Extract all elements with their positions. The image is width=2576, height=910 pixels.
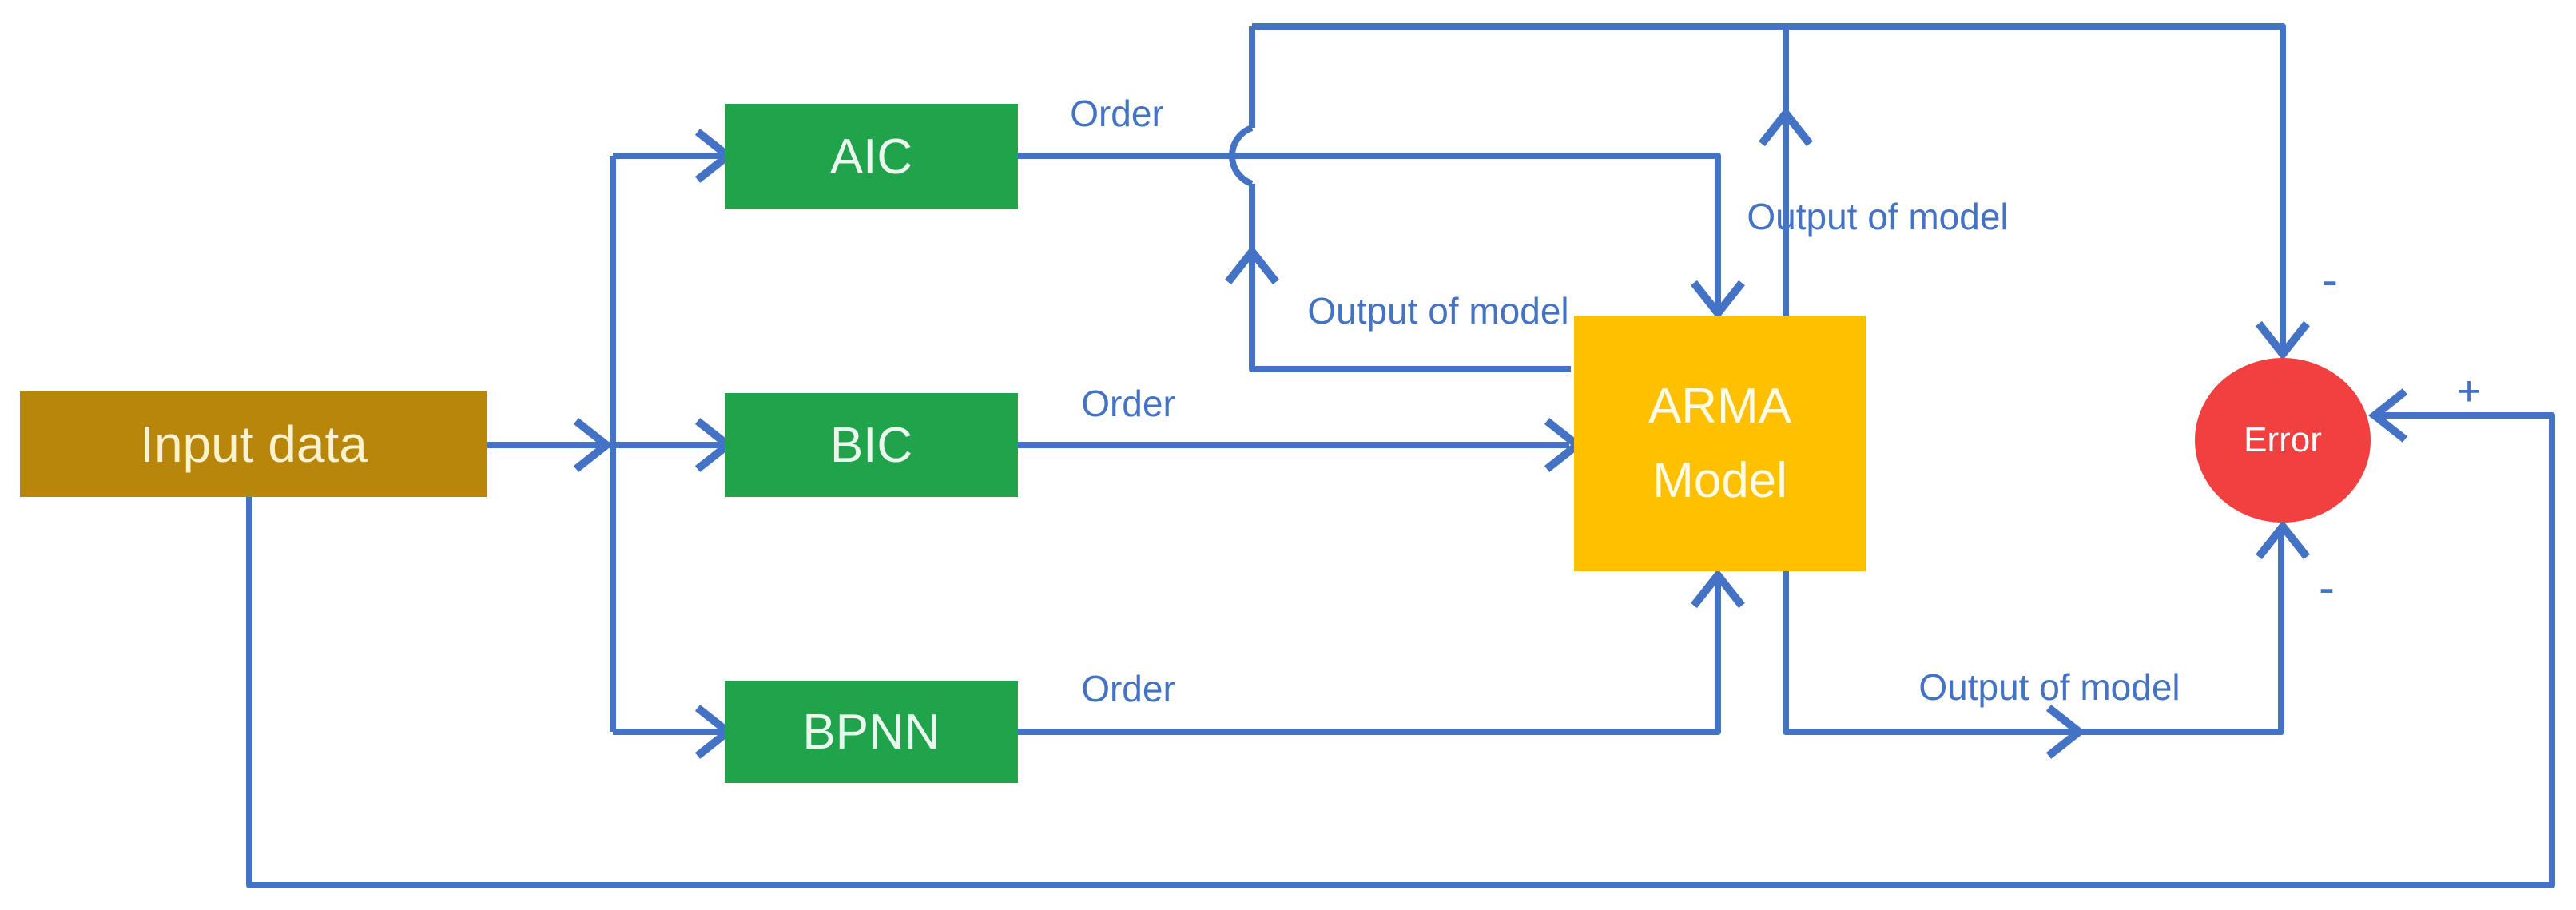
arrowhead-into-error-right — [2367, 388, 2408, 443]
edge-top-rail-to-error — [1252, 23, 2286, 351]
edge-feedback-loop-lower — [1249, 184, 1571, 372]
node-bic-label: BIC — [829, 417, 913, 473]
edge-input-outer-feedback-plus — [246, 412, 2555, 888]
arrowhead-into-error-top — [2256, 320, 2310, 361]
edge-bpnn-order-to-arma-bottom — [1018, 580, 1721, 735]
node-bic: BIC — [725, 393, 1018, 497]
node-arma-model: ARMA Model — [1574, 316, 1866, 571]
label-order-bic: Order — [1081, 383, 1175, 424]
edge-feedback-loop-hop-arc — [1229, 125, 1254, 187]
label-output-of-model-top: Output of model — [1747, 196, 2009, 237]
node-bpnn: BPNN — [725, 681, 1018, 783]
arrowhead-into-arma-top — [1691, 280, 1745, 320]
edge-arma-output-down-to-error — [1783, 530, 2284, 735]
sign-minus-top: - — [2322, 252, 2338, 307]
arrowhead-output-up — [1759, 106, 1813, 147]
edge-aic-order-to-arma-top — [1018, 153, 1721, 308]
arrowhead-into-branch — [573, 418, 614, 472]
node-aic-label: AIC — [829, 129, 913, 185]
node-arma-model-label: ARMA Model — [1648, 379, 1792, 508]
sign-plus: + — [2456, 368, 2482, 415]
label-order-aic: Order — [1070, 93, 1164, 134]
connector-lines — [246, 23, 2555, 888]
arrowhead-feedback-up — [1225, 244, 1279, 285]
label-output-of-model-bottom: Output of model — [1918, 666, 2180, 708]
node-input-data: Input data — [20, 391, 487, 497]
arrowhead-into-arma-bottom — [1691, 568, 1745, 609]
arrowhead-output-bottom-mid — [2045, 705, 2086, 759]
sign-minus-bottom: - — [2319, 560, 2335, 614]
node-error: Error — [2195, 358, 2371, 523]
node-input-data-label: Input data — [140, 415, 368, 473]
label-output-of-model-loop: Output of model — [1307, 290, 1569, 332]
node-aic: AIC — [725, 104, 1018, 209]
node-bpnn-label: BPNN — [802, 704, 940, 760]
arrowhead-into-error-bottom — [2256, 519, 2310, 560]
label-order-bpnn: Order — [1081, 668, 1175, 709]
node-error-label: Error — [2244, 420, 2322, 459]
